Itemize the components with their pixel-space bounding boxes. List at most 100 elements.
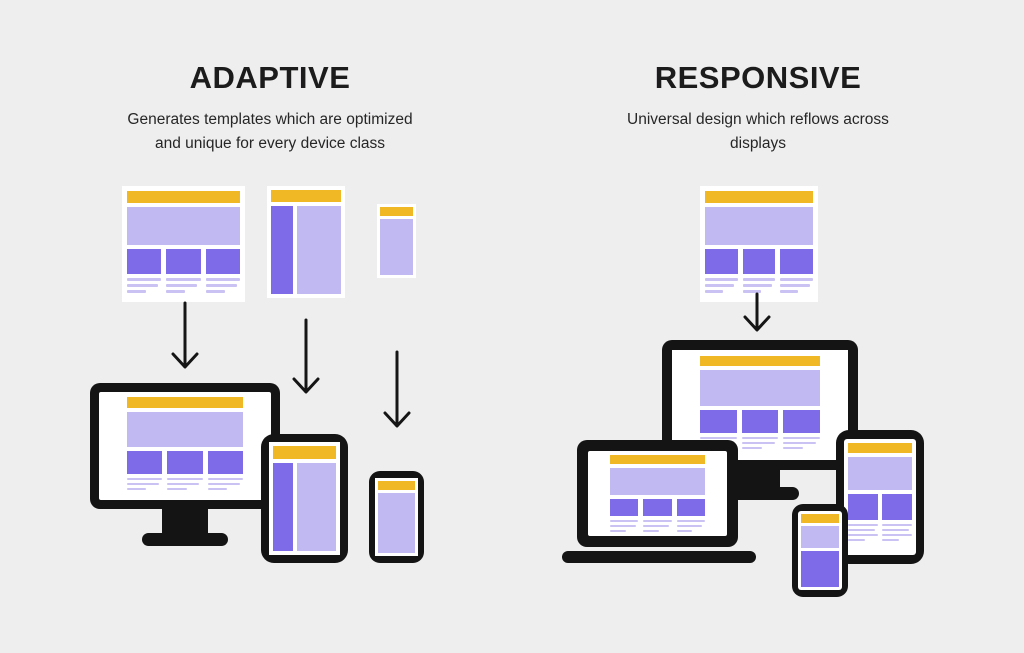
card-block bbox=[783, 410, 820, 434]
text-line bbox=[676, 529, 693, 532]
text-line bbox=[780, 277, 814, 281]
laptop-screen bbox=[588, 451, 727, 536]
text-line bbox=[676, 519, 705, 522]
text-line bbox=[205, 277, 240, 281]
card-block bbox=[610, 499, 639, 516]
responsive-desktop-template-icon bbox=[700, 186, 818, 302]
text-line bbox=[848, 524, 878, 527]
text-line bbox=[167, 487, 187, 490]
card-column bbox=[742, 248, 776, 297]
hero-block bbox=[848, 456, 912, 491]
card-block bbox=[801, 550, 839, 587]
text-line bbox=[643, 524, 669, 527]
navbar-block bbox=[126, 397, 244, 409]
adaptive-title: ADAPTIVE bbox=[189, 60, 351, 95]
content-block bbox=[380, 218, 413, 275]
text-line bbox=[207, 482, 240, 485]
text-line bbox=[166, 289, 186, 293]
card-block bbox=[780, 248, 814, 274]
text-line bbox=[127, 277, 162, 281]
navbar-block bbox=[610, 455, 705, 464]
hero-block bbox=[127, 206, 240, 245]
card-block bbox=[705, 248, 738, 274]
phone-screen bbox=[375, 478, 418, 556]
card-column bbox=[705, 248, 738, 297]
adaptive-tablet-icon bbox=[261, 434, 348, 563]
card-column bbox=[882, 494, 912, 551]
text-line bbox=[705, 283, 735, 287]
card-block bbox=[166, 248, 201, 274]
card-block bbox=[700, 410, 737, 434]
text-line bbox=[127, 289, 146, 293]
mobile-layout-preview bbox=[375, 478, 418, 556]
text-line bbox=[167, 482, 200, 485]
responsive-tablet-icon bbox=[836, 430, 924, 564]
sidebar-layout-preview bbox=[269, 442, 340, 555]
adaptive-tablet-arrow-icon bbox=[292, 318, 320, 394]
text-line bbox=[166, 283, 198, 287]
card-column bbox=[207, 451, 244, 495]
card-row bbox=[126, 451, 244, 495]
navbar-block bbox=[380, 207, 413, 216]
monitor-frame bbox=[90, 383, 280, 509]
card-row bbox=[610, 499, 705, 532]
card-column bbox=[783, 410, 820, 455]
phone-screen bbox=[798, 511, 842, 590]
text-line bbox=[882, 524, 912, 527]
text-line bbox=[610, 524, 636, 527]
phone-layout-preview bbox=[801, 514, 839, 587]
responsive-phone-icon bbox=[792, 504, 848, 597]
card-block bbox=[127, 248, 162, 274]
column-row bbox=[273, 462, 336, 551]
text-line bbox=[742, 289, 761, 293]
card-block bbox=[676, 499, 705, 516]
text-line bbox=[742, 283, 773, 287]
text-line bbox=[780, 283, 810, 287]
card-block bbox=[207, 451, 244, 474]
responsive-laptop-icon bbox=[562, 440, 756, 563]
text-line bbox=[700, 437, 737, 440]
card-block bbox=[741, 410, 779, 434]
card-column bbox=[205, 248, 240, 297]
responsive-subtitle-line2: displays bbox=[730, 135, 786, 152]
navbar-block bbox=[378, 481, 415, 491]
tablet-screen bbox=[844, 439, 916, 555]
card-block bbox=[205, 248, 240, 274]
content-block bbox=[378, 493, 415, 553]
text-line bbox=[848, 539, 865, 542]
card-column bbox=[643, 499, 672, 532]
text-line bbox=[126, 487, 147, 490]
text-line bbox=[205, 283, 237, 287]
navbar-block bbox=[801, 514, 839, 524]
content-block bbox=[297, 462, 336, 551]
text-line bbox=[783, 442, 817, 445]
text-line bbox=[127, 283, 158, 287]
text-line bbox=[882, 539, 899, 542]
hero-block bbox=[126, 412, 244, 448]
card-column bbox=[676, 499, 705, 532]
monitor-base bbox=[142, 533, 228, 546]
desktop-layout-preview bbox=[126, 397, 244, 495]
navbar-block bbox=[271, 190, 341, 203]
navbar-block bbox=[273, 446, 336, 459]
tablet-screen bbox=[269, 442, 340, 555]
card-block bbox=[643, 499, 672, 516]
text-line bbox=[610, 519, 639, 522]
text-line bbox=[741, 437, 779, 440]
text-line bbox=[742, 277, 776, 281]
monitor-base bbox=[735, 487, 799, 500]
laptop-frame bbox=[577, 440, 738, 547]
card-block bbox=[882, 494, 912, 521]
card-column bbox=[167, 451, 203, 495]
hero-block bbox=[705, 206, 813, 245]
text-line bbox=[643, 519, 672, 522]
card-column bbox=[126, 451, 163, 495]
hero-block bbox=[610, 467, 705, 496]
adaptive-phone-icon bbox=[369, 471, 424, 563]
card-row bbox=[700, 410, 820, 455]
responsive-title: RESPONSIVE bbox=[654, 60, 862, 95]
adaptive-mobile-template-icon bbox=[377, 204, 416, 278]
card-column bbox=[780, 248, 814, 297]
